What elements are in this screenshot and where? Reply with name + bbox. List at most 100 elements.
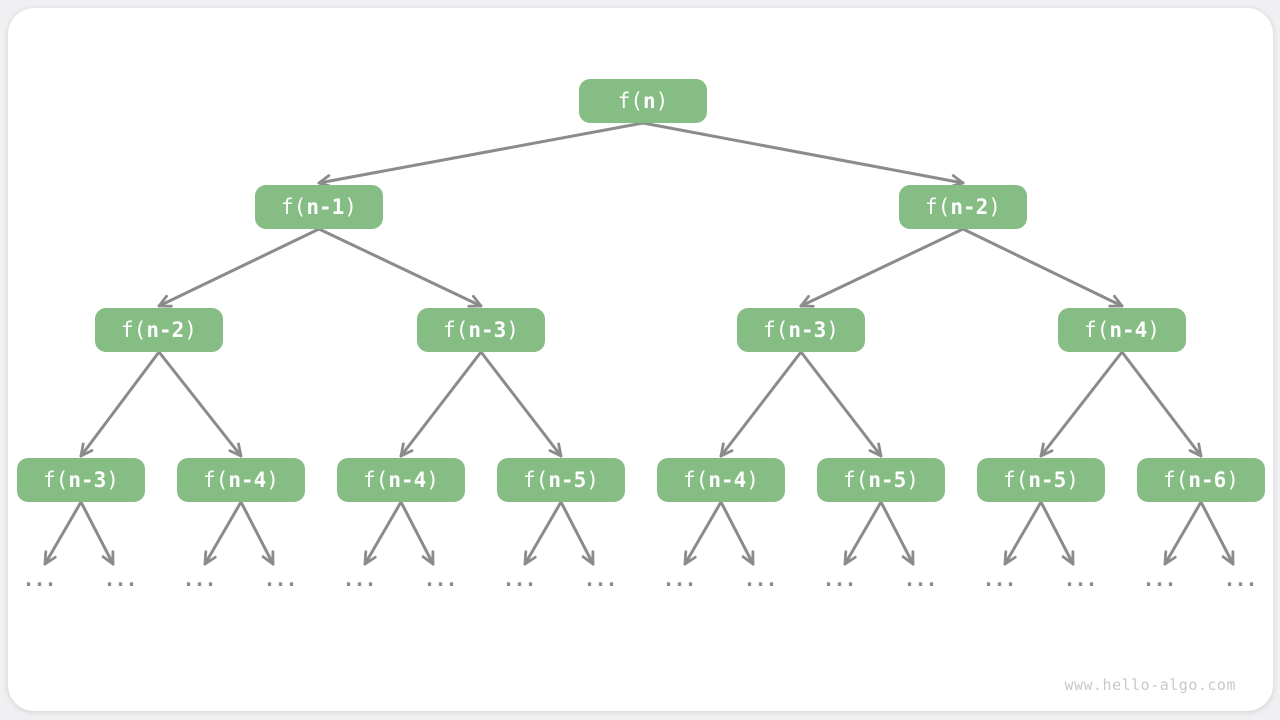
node-label-suffix: ): [266, 467, 279, 492]
node-label-prefix: f(: [203, 467, 229, 492]
node-label-prefix: f(: [121, 317, 147, 342]
tree-edge-arrow: [719, 350, 803, 458]
tree-edge-arrow: [317, 227, 483, 308]
ellipsis-leaf: ...: [1063, 567, 1096, 591]
tree-edge-arrow: [363, 500, 403, 566]
node-label-argument: n-4: [388, 467, 427, 492]
ellipsis-leaf: ...: [1142, 567, 1175, 591]
tree-edge-arrow: [157, 350, 243, 458]
tree-node-f(n-2): f(n-2): [899, 185, 1027, 229]
watermark: www.hello-algo.com: [1064, 676, 1236, 694]
ellipsis-leaf: ...: [182, 567, 215, 591]
tree-edge-arrow: [683, 500, 723, 566]
ellipsis-leaf: ...: [903, 567, 936, 591]
ellipsis-leaf: ...: [423, 567, 456, 591]
tree-edge-arrow: [641, 121, 965, 188]
ellipsis-leaf: ...: [743, 567, 776, 591]
node-label-argument: n-4: [228, 467, 267, 492]
tree-edge-arrow: [523, 500, 563, 566]
ellipsis-leaf: ...: [822, 567, 855, 591]
tree-edge-arrow: [399, 350, 483, 458]
tree-node-f(n-3): f(n-3): [417, 308, 545, 352]
tree-edge-arrow: [317, 121, 645, 188]
node-label-suffix: ): [988, 194, 1001, 219]
node-label-prefix: f(: [1003, 467, 1029, 492]
tree-edge-arrow: [879, 500, 915, 566]
node-label-prefix: f(: [1084, 317, 1110, 342]
tree-edge-arrow: [799, 350, 883, 458]
node-label-argument: n-3: [468, 317, 507, 342]
tree-edge-arrow: [399, 500, 435, 566]
tree-edge-arrow: [1003, 500, 1043, 566]
node-label-suffix: ): [184, 317, 197, 342]
node-label-suffix: ): [1066, 467, 1079, 492]
tree-node-f(n-2): f(n-2): [95, 308, 223, 352]
node-label-suffix: ): [655, 88, 669, 113]
node-label-prefix: f(: [617, 88, 643, 113]
ellipsis-leaf: ...: [22, 567, 55, 591]
tree-edge-arrow: [203, 500, 243, 566]
tree-edge-arrow: [43, 500, 83, 566]
tree-edge-arrow: [719, 500, 755, 566]
tree-edge-arrow: [1039, 350, 1124, 458]
node-label-argument: n-1: [306, 194, 345, 219]
node-label-argument: n-5: [1028, 467, 1067, 492]
node-label-argument: n-3: [68, 467, 107, 492]
tree-edge-arrow: [961, 227, 1124, 308]
tree-edge-arrow: [79, 500, 115, 566]
node-label-prefix: f(: [763, 317, 789, 342]
node-label-prefix: f(: [683, 467, 709, 492]
node-label-prefix: f(: [1163, 467, 1189, 492]
tree-node-f(n-4): f(n-4): [177, 458, 305, 502]
node-label-prefix: f(: [281, 194, 307, 219]
node-label-suffix: ): [106, 467, 119, 492]
tree-edge-arrow: [559, 500, 595, 566]
tree-node-f(n-4): f(n-4): [1058, 308, 1186, 352]
tree-edge-arrow: [79, 350, 161, 458]
node-label-suffix: ): [1147, 317, 1160, 342]
node-label-argument: n-2: [950, 194, 989, 219]
tree-edge-arrow: [1163, 500, 1203, 566]
node-label-argument: n: [642, 88, 656, 113]
node-label-suffix: ): [1226, 467, 1239, 492]
tree-node-f(n-3): f(n-3): [17, 458, 145, 502]
ellipsis-leaf: ...: [583, 567, 616, 591]
tree-node-f(n-5): f(n-5): [817, 458, 945, 502]
tree-edge-arrow: [843, 500, 883, 566]
node-label-argument: n-2: [146, 317, 185, 342]
diagram-card: [8, 8, 1273, 711]
node-label-suffix: ): [746, 467, 759, 492]
tree-edge-arrow: [157, 227, 321, 308]
tree-edge-arrow: [799, 227, 965, 308]
node-label-argument: n-5: [868, 467, 907, 492]
ellipsis-leaf: ...: [263, 567, 296, 591]
node-label-suffix: ): [586, 467, 599, 492]
node-label-suffix: ): [426, 467, 439, 492]
tree-node-f(n-1): f(n-1): [255, 185, 383, 229]
ellipsis-leaf: ...: [982, 567, 1015, 591]
node-label-prefix: f(: [523, 467, 549, 492]
ellipsis-leaf: ...: [502, 567, 535, 591]
node-label-prefix: f(: [363, 467, 389, 492]
node-label-argument: n-4: [708, 467, 747, 492]
tree-node-f(n-4): f(n-4): [657, 458, 785, 502]
node-label-suffix: ): [344, 194, 357, 219]
tree-edge-arrow: [479, 350, 563, 458]
tree-edge-arrow: [1199, 500, 1235, 566]
node-label-argument: n-3: [788, 317, 827, 342]
ellipsis-leaf: ...: [342, 567, 375, 591]
tree-edge-arrow: [1120, 350, 1203, 458]
node-label-argument: n-6: [1188, 467, 1227, 492]
tree-node-f(n-5): f(n-5): [497, 458, 625, 502]
tree-node-f(n): f(n): [579, 79, 707, 123]
node-label-prefix: f(: [843, 467, 869, 492]
tree-node-f(n-5): f(n-5): [977, 458, 1105, 502]
tree-node-f(n-4): f(n-4): [337, 458, 465, 502]
ellipsis-leaf: ...: [662, 567, 695, 591]
tree-edge-arrow: [239, 500, 275, 566]
tree-node-f(n-6): f(n-6): [1137, 458, 1265, 502]
node-label-prefix: f(: [925, 194, 951, 219]
node-label-suffix: ): [506, 317, 519, 342]
